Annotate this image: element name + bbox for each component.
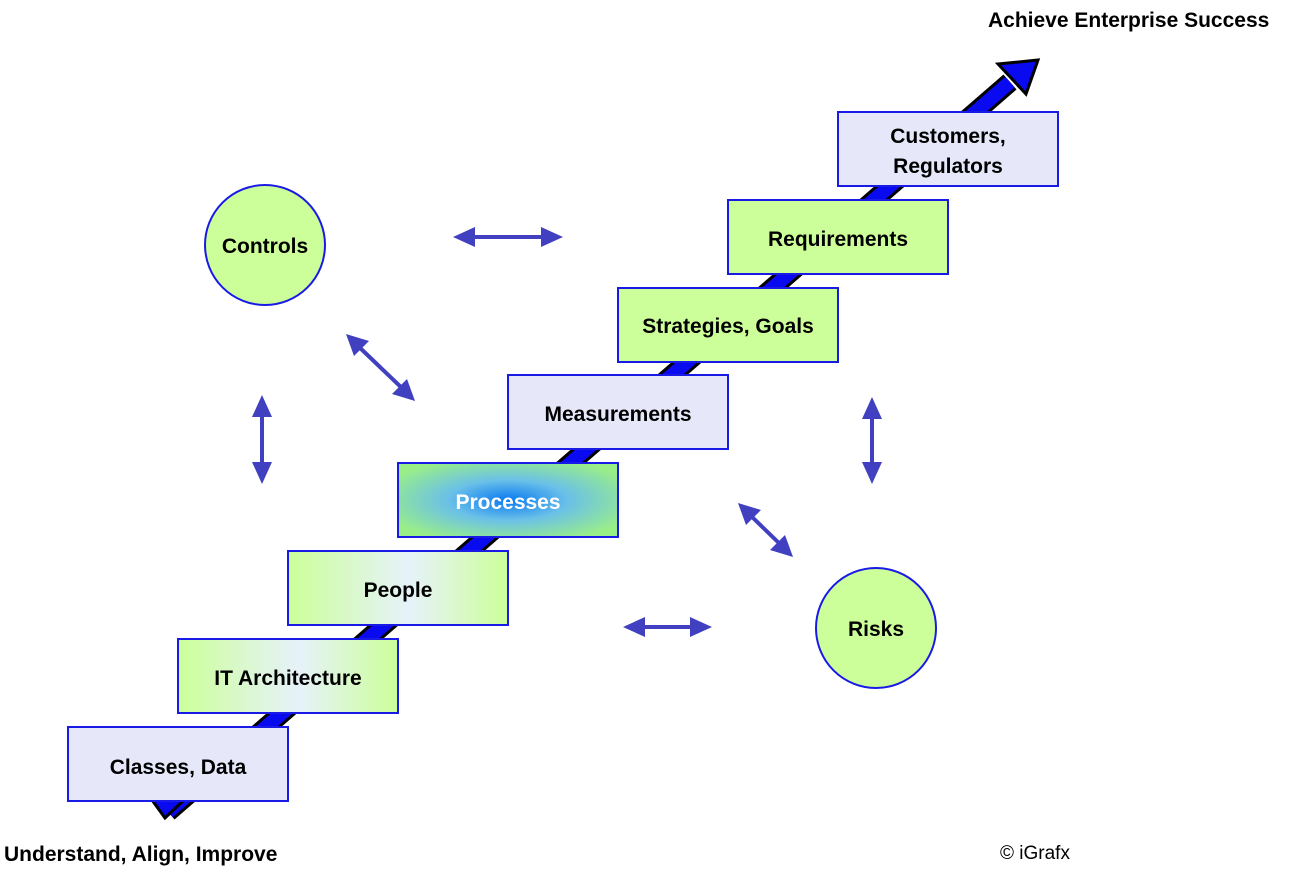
controls-label: Controls [222, 235, 308, 258]
double-arrow-horizontal-icon [623, 617, 712, 637]
step-label: Classes, Data [110, 756, 247, 779]
step-requirements: Requirements [727, 199, 949, 275]
step-processes: Processes [397, 462, 619, 538]
double-arrow-vertical-icon [862, 397, 882, 484]
double-arrow-diagonal-icon [738, 503, 793, 557]
step-label: IT Architecture [214, 667, 361, 690]
step-label-line-1: Customers, [890, 125, 1006, 148]
copyright-text: © iGrafx [1000, 843, 1070, 864]
relationship-arrows [252, 227, 882, 637]
step-label: Strategies, Goals [642, 315, 814, 338]
step-label: People [364, 579, 433, 602]
step-measurements: Measurements [507, 374, 729, 450]
double-arrow-horizontal-icon [453, 227, 563, 247]
bottom-caption: Understand, Align, Improve [4, 843, 277, 866]
step-it-architecture: IT Architecture [177, 638, 399, 714]
step-label: Measurements [544, 403, 691, 426]
step-customers-regulators: Customers, Regulators [837, 111, 1059, 187]
circle-risks: Risks [815, 567, 937, 689]
step-classes-data: Classes, Data [67, 726, 289, 802]
step-label: Requirements [768, 228, 908, 251]
steps-layer: Classes, Data IT Architecture People Pro… [67, 111, 1059, 802]
double-arrow-vertical-icon [252, 395, 272, 484]
circle-controls: Controls [204, 184, 326, 306]
main-arrow-head-up-icon [994, 58, 1041, 97]
risks-label: Risks [848, 618, 904, 641]
step-label-line-2: Regulators [893, 155, 1003, 178]
step-strategies-goals: Strategies, Goals [617, 287, 839, 363]
top-caption: Achieve Enterprise Success [988, 9, 1269, 32]
step-label: Processes [455, 491, 560, 514]
double-arrow-diagonal-icon [346, 334, 415, 401]
step-people: People [287, 550, 509, 626]
